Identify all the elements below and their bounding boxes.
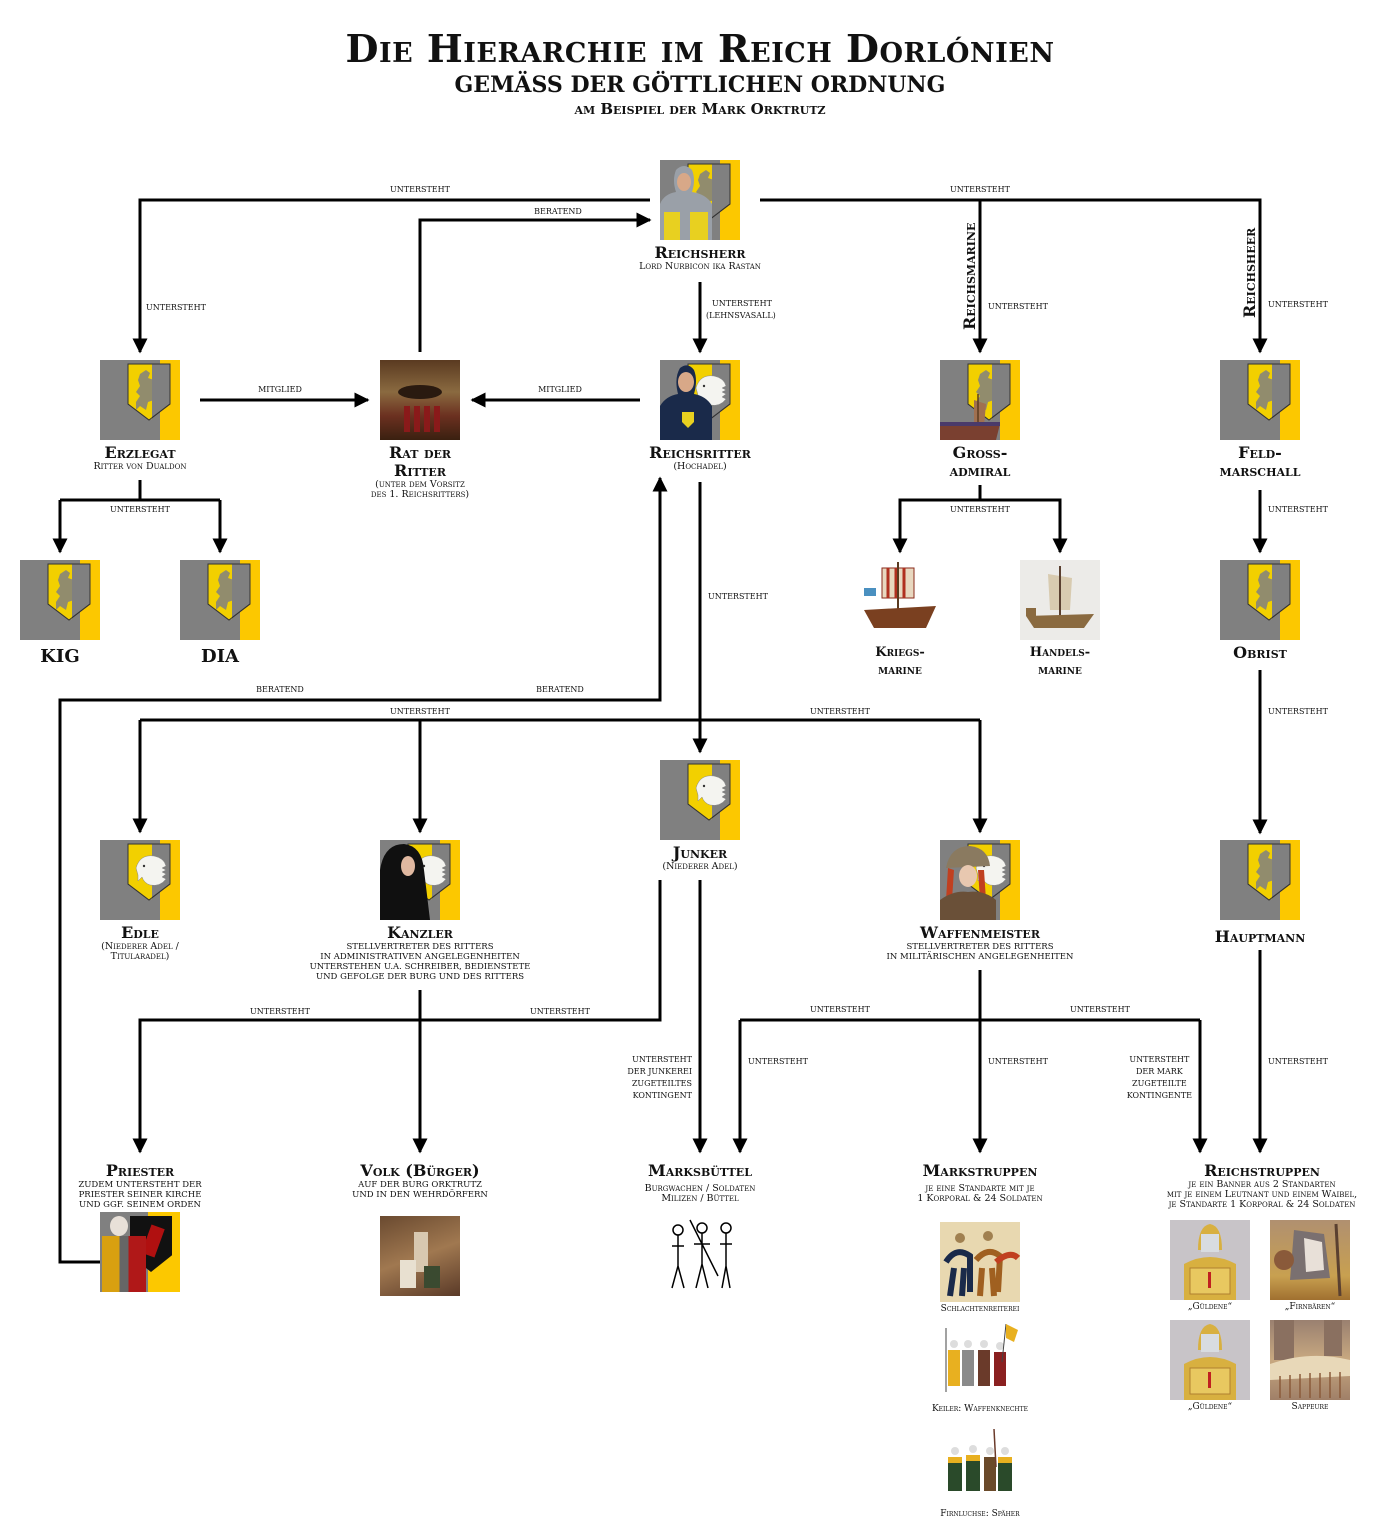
heavy-warrior-painting-icon (1270, 1220, 1350, 1300)
edge-label: beratend (534, 207, 582, 216)
page-subtitle: gemäss der göttlichen Ordnung (454, 72, 946, 98)
edge-label: untersteht (810, 707, 870, 716)
council-hall-painting-icon (380, 360, 460, 440)
lion-coat-of-arms-icon (1220, 840, 1300, 920)
golden-armored-warrior-icon (1170, 1320, 1250, 1400)
unit-gueldene-2[interactable]: „Güldene“ (1165, 1320, 1255, 1412)
node-markstruppen[interactable]: Markstruppen je eine Standarte mit je 1 … (917, 1161, 1043, 1204)
node-priester[interactable]: Priester zudem untersteht der Priester s… (50, 1158, 230, 1292)
peasant-dance-painting-icon (380, 1216, 460, 1296)
node-kriegsmarine[interactable]: Kriegs- marine (810, 560, 990, 680)
men-at-arms-drawing-icon (940, 1322, 1020, 1402)
lion-coat-of-arms-icon (1220, 560, 1300, 640)
edge-label: untersteht (1268, 300, 1328, 309)
unit-firnbaeren[interactable]: „Firnbären“ (1265, 1220, 1355, 1312)
edge-label: untersteht (988, 302, 1048, 311)
edge-label: untersteht (810, 1005, 870, 1014)
woodcut-soldiers-icon (660, 1216, 740, 1296)
edge-label: untersteht (530, 1007, 590, 1016)
node-kanzler[interactable]: Kanzler Stellvertreter des Ritters in ad… (290, 840, 550, 982)
edge-label: untersteht (950, 505, 1010, 514)
reichsheer-label: Reichsheer (1240, 227, 1259, 318)
edge-label: Mitglied (538, 385, 582, 394)
edge-rat-reichsherr (418, 212, 652, 352)
edge-label: untersteht (390, 185, 450, 194)
node-edle[interactable]: Edle (Niederer Adel / Titularadel) (50, 840, 230, 962)
reichsmarine-label: Reichsmarine (960, 222, 979, 330)
node-marksbuettel[interactable]: Marksbüttel Burgwachen / Soldaten Milize… (610, 1158, 790, 1296)
node-hauptmann[interactable]: Hauptmann (1170, 840, 1350, 946)
node-reichstruppen[interactable]: Reichstruppen je ein Banner aus 2 Standa… (1166, 1161, 1358, 1210)
boar-coat-of-arms-icon (660, 760, 740, 840)
node-kig[interactable]: KIG (0, 560, 150, 666)
node-junker[interactable]: Junker (Niederer Adel) (610, 760, 790, 872)
golden-armored-warrior-icon (1170, 1220, 1250, 1300)
edge-label: beratend (256, 685, 304, 694)
woman-fur-hat-portrait-boar-coat-icon (940, 840, 1020, 920)
edge-label-junkerei: unterstehtder Junkerei zugeteiltesKontin… (627, 1055, 692, 1100)
woman-portrait-boar-coat-icon (380, 840, 460, 920)
lion-coat-of-arms-icon (20, 560, 100, 640)
edge-reichsherr-erzlegat (132, 198, 650, 354)
cavalry-tapestry-icon (940, 1222, 1020, 1302)
unit-firnluchse[interactable]: Firnluchse: Späher (890, 1427, 1070, 1519)
edge-reichsherr-marine (760, 198, 1268, 354)
edge-label: untersteht (110, 505, 170, 514)
node-grossadmiral[interactable]: Gross- admiral (890, 360, 1070, 480)
unit-keiler[interactable]: Keiler: Waffenknechte (890, 1322, 1070, 1414)
warship-image-icon (860, 560, 940, 640)
node-dia[interactable]: DIA (130, 560, 310, 666)
edge-label: Mitglied (258, 385, 302, 394)
edge-label: beratend (536, 685, 584, 694)
scouts-drawing-icon (940, 1427, 1020, 1507)
edge-priester-reichsritter (58, 476, 668, 1264)
edge-label: untersteht (146, 303, 206, 312)
edge-label: untersteht (988, 1057, 1048, 1066)
node-waffenmeister[interactable]: Waffenmeister Stellvertreter des Ritters… (860, 840, 1100, 962)
edge-label: untersteht (1268, 1057, 1328, 1066)
page-title: Die Hierarchie im Reich Dorlónien (345, 26, 1055, 71)
edge-label: untersteht (390, 707, 450, 716)
unit-sappeure[interactable]: Sappeure (1265, 1320, 1355, 1412)
merchant-ship-image-icon (1020, 560, 1100, 640)
node-erzlegat[interactable]: Erzlegat Ritter von Dualdon (50, 360, 230, 472)
knight-portrait-boar-coat-icon (660, 360, 740, 440)
node-volk[interactable]: Volk (Bürger) auf der Burg Orktrutz und … (330, 1158, 510, 1296)
node-handelsmarine[interactable]: Handels- marine (970, 560, 1150, 680)
node-rat-der-ritter[interactable]: Rat der Ritter (unter dem Vorsitz des 1.… (330, 360, 510, 500)
edge-label: untersteht (1268, 505, 1328, 514)
lion-coat-of-arms-icon (1220, 360, 1300, 440)
edge-label: untersteht (250, 1007, 310, 1016)
edge-label: untersteht (1070, 1005, 1130, 1014)
node-feldmarschall[interactable]: Feld- marschall (1170, 360, 1350, 480)
page-example: am Beispiel der Mark Orktrutz (574, 100, 826, 118)
node-reichsherr[interactable]: Reichsherr Lord Nurbicon ika Rastan (610, 160, 790, 272)
priest-portrait-red-black-coat-icon (100, 1212, 180, 1292)
boar-coat-of-arms-icon (100, 840, 180, 920)
knight-portrait-lion-coat-icon (660, 160, 740, 240)
node-reichsritter[interactable]: Reichsritter (Hochadel) (610, 360, 790, 472)
siege-works-painting-icon (1270, 1320, 1350, 1400)
edge-label-mark: unterstehtder Mark zugeteilteKontingente (1126, 1055, 1192, 1100)
edge-label: untersteht (712, 299, 772, 308)
lion-coat-of-arms-icon (100, 360, 180, 440)
ship-lion-coat-icon (940, 360, 1020, 440)
edge-grossadmiral-ships (892, 485, 982, 554)
edge-junker-priester (132, 880, 662, 1154)
unit-schlachtenreiterei[interactable]: Schlachtenreiterei (890, 1222, 1070, 1314)
edge-label: untersteht (708, 592, 768, 601)
edge-label: (Lehnsvasall) (706, 311, 776, 320)
node-obrist[interactable]: Obrist (1170, 560, 1350, 662)
edge-label: untersteht (1268, 707, 1328, 716)
edge-label: untersteht (950, 185, 1010, 194)
lion-coat-of-arms-icon (180, 560, 260, 640)
unit-gueldene-1[interactable]: „Güldene“ (1165, 1220, 1255, 1312)
edge-label: untersteht (748, 1057, 808, 1066)
